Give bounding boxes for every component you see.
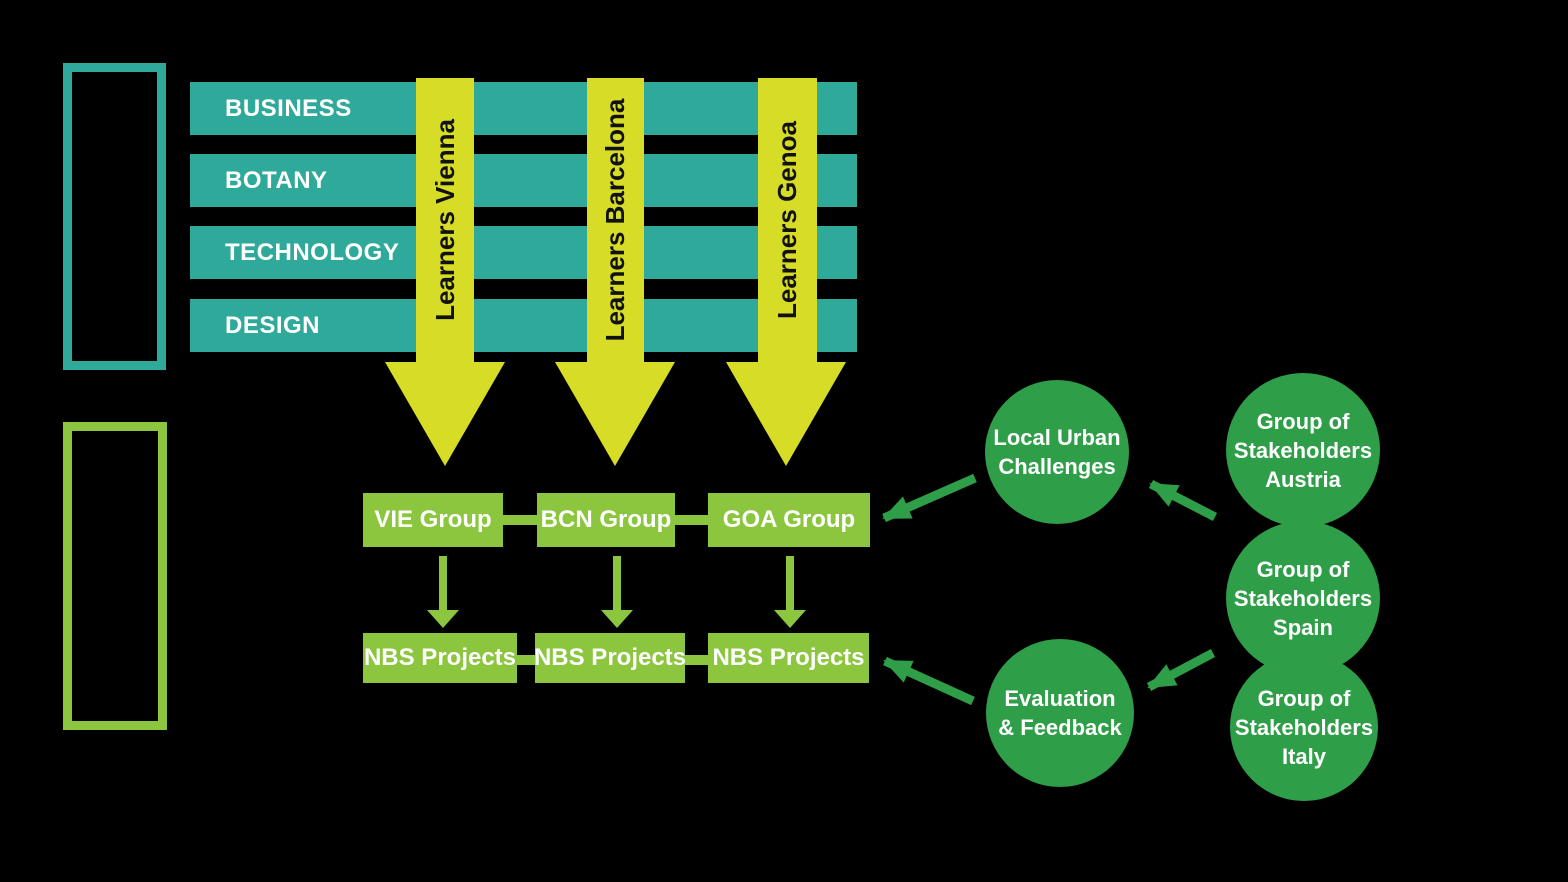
circle-local-urban-challenges: Local Urban Challenges (985, 380, 1129, 524)
project-box-vie: NBS Projects (363, 633, 517, 683)
green-outline-box (63, 422, 167, 730)
circle-text-line: Spain (1273, 614, 1333, 640)
learner-arrowhead-vienna-icon (385, 362, 505, 466)
down-arrow-bcn (613, 556, 621, 610)
arrow-evaluation-to-projects (883, 656, 975, 706)
group-box-goa: GOA Group (708, 493, 870, 547)
circle-text-line: Group of (1257, 685, 1351, 711)
group-box-vie: VIE Group (363, 493, 503, 547)
stakeholder-circle-italy: Group of Stakeholders Italy (1230, 653, 1378, 801)
discipline-bar-botany: BOTANY (190, 154, 857, 207)
arrow-austria-to-challenges (1148, 480, 1218, 521)
connector-nbs2-nbs3 (685, 655, 708, 665)
discipline-bar-business: BUSINESS (190, 82, 857, 135)
circle-text-line: Austria (1265, 466, 1341, 492)
circle-text-line: Stakeholders (1234, 714, 1374, 740)
teal-outline-box (63, 63, 166, 370)
arrow-stakeholders-to-evaluation (1146, 649, 1216, 691)
learner-arrow-barcelona-label: Learners Barcelona (600, 98, 630, 342)
down-arrowhead-vie-icon (427, 610, 459, 628)
circle-text-line: Challenges (998, 454, 1116, 479)
circle-text-line: Local Urban (993, 425, 1121, 450)
flow-arrows-overlay (882, 473, 1218, 706)
circle-text-line: Evaluation (1004, 686, 1116, 711)
project-box-bcn: NBS Projects (534, 633, 686, 683)
circle-evaluation-feedback: Evaluation & Feedback (986, 639, 1134, 787)
learner-arrow-genoa (758, 78, 817, 362)
group-box-bcn: BCN Group (537, 493, 675, 547)
stakeholder-circle-spain: Group of Stakeholders Spain (1226, 521, 1380, 675)
circle-text-line: Group of (1256, 556, 1350, 582)
discipline-bar-design: DESIGN (190, 299, 857, 352)
learner-arrow-vienna-label: Learners Vienna (430, 119, 460, 321)
down-arrowhead-bcn-icon (601, 610, 633, 628)
stakeholder-circle-austria: Group of Stakeholders Austria (1226, 373, 1380, 527)
down-arrow-goa (786, 556, 794, 610)
circle-text-line: & Feedback (998, 715, 1122, 740)
down-arrow-vie (439, 556, 447, 610)
discipline-bar-technology: TECHNOLOGY (190, 226, 857, 279)
learner-arrowhead-barcelona-icon (555, 362, 675, 466)
learner-arrow-genoa-label: Learners Genoa (772, 121, 802, 319)
learner-arrowhead-genoa-icon (726, 362, 846, 466)
arrow-challenges-to-groups (882, 473, 977, 523)
down-arrowhead-goa-icon (774, 610, 806, 628)
connector-nbs1-nbs2 (517, 655, 535, 665)
circle-text-line: Italy (1281, 743, 1327, 769)
circle-text-line: Group of (1256, 408, 1350, 434)
learner-arrow-vienna (416, 78, 474, 362)
project-box-goa: NBS Projects (708, 633, 869, 683)
circle-text-line: Stakeholders (1233, 585, 1373, 611)
connector-vie-bcn (503, 515, 537, 525)
connector-bcn-goa (675, 515, 708, 525)
learner-arrow-barcelona (587, 78, 644, 362)
circle-text-line: Stakeholders (1233, 437, 1373, 463)
